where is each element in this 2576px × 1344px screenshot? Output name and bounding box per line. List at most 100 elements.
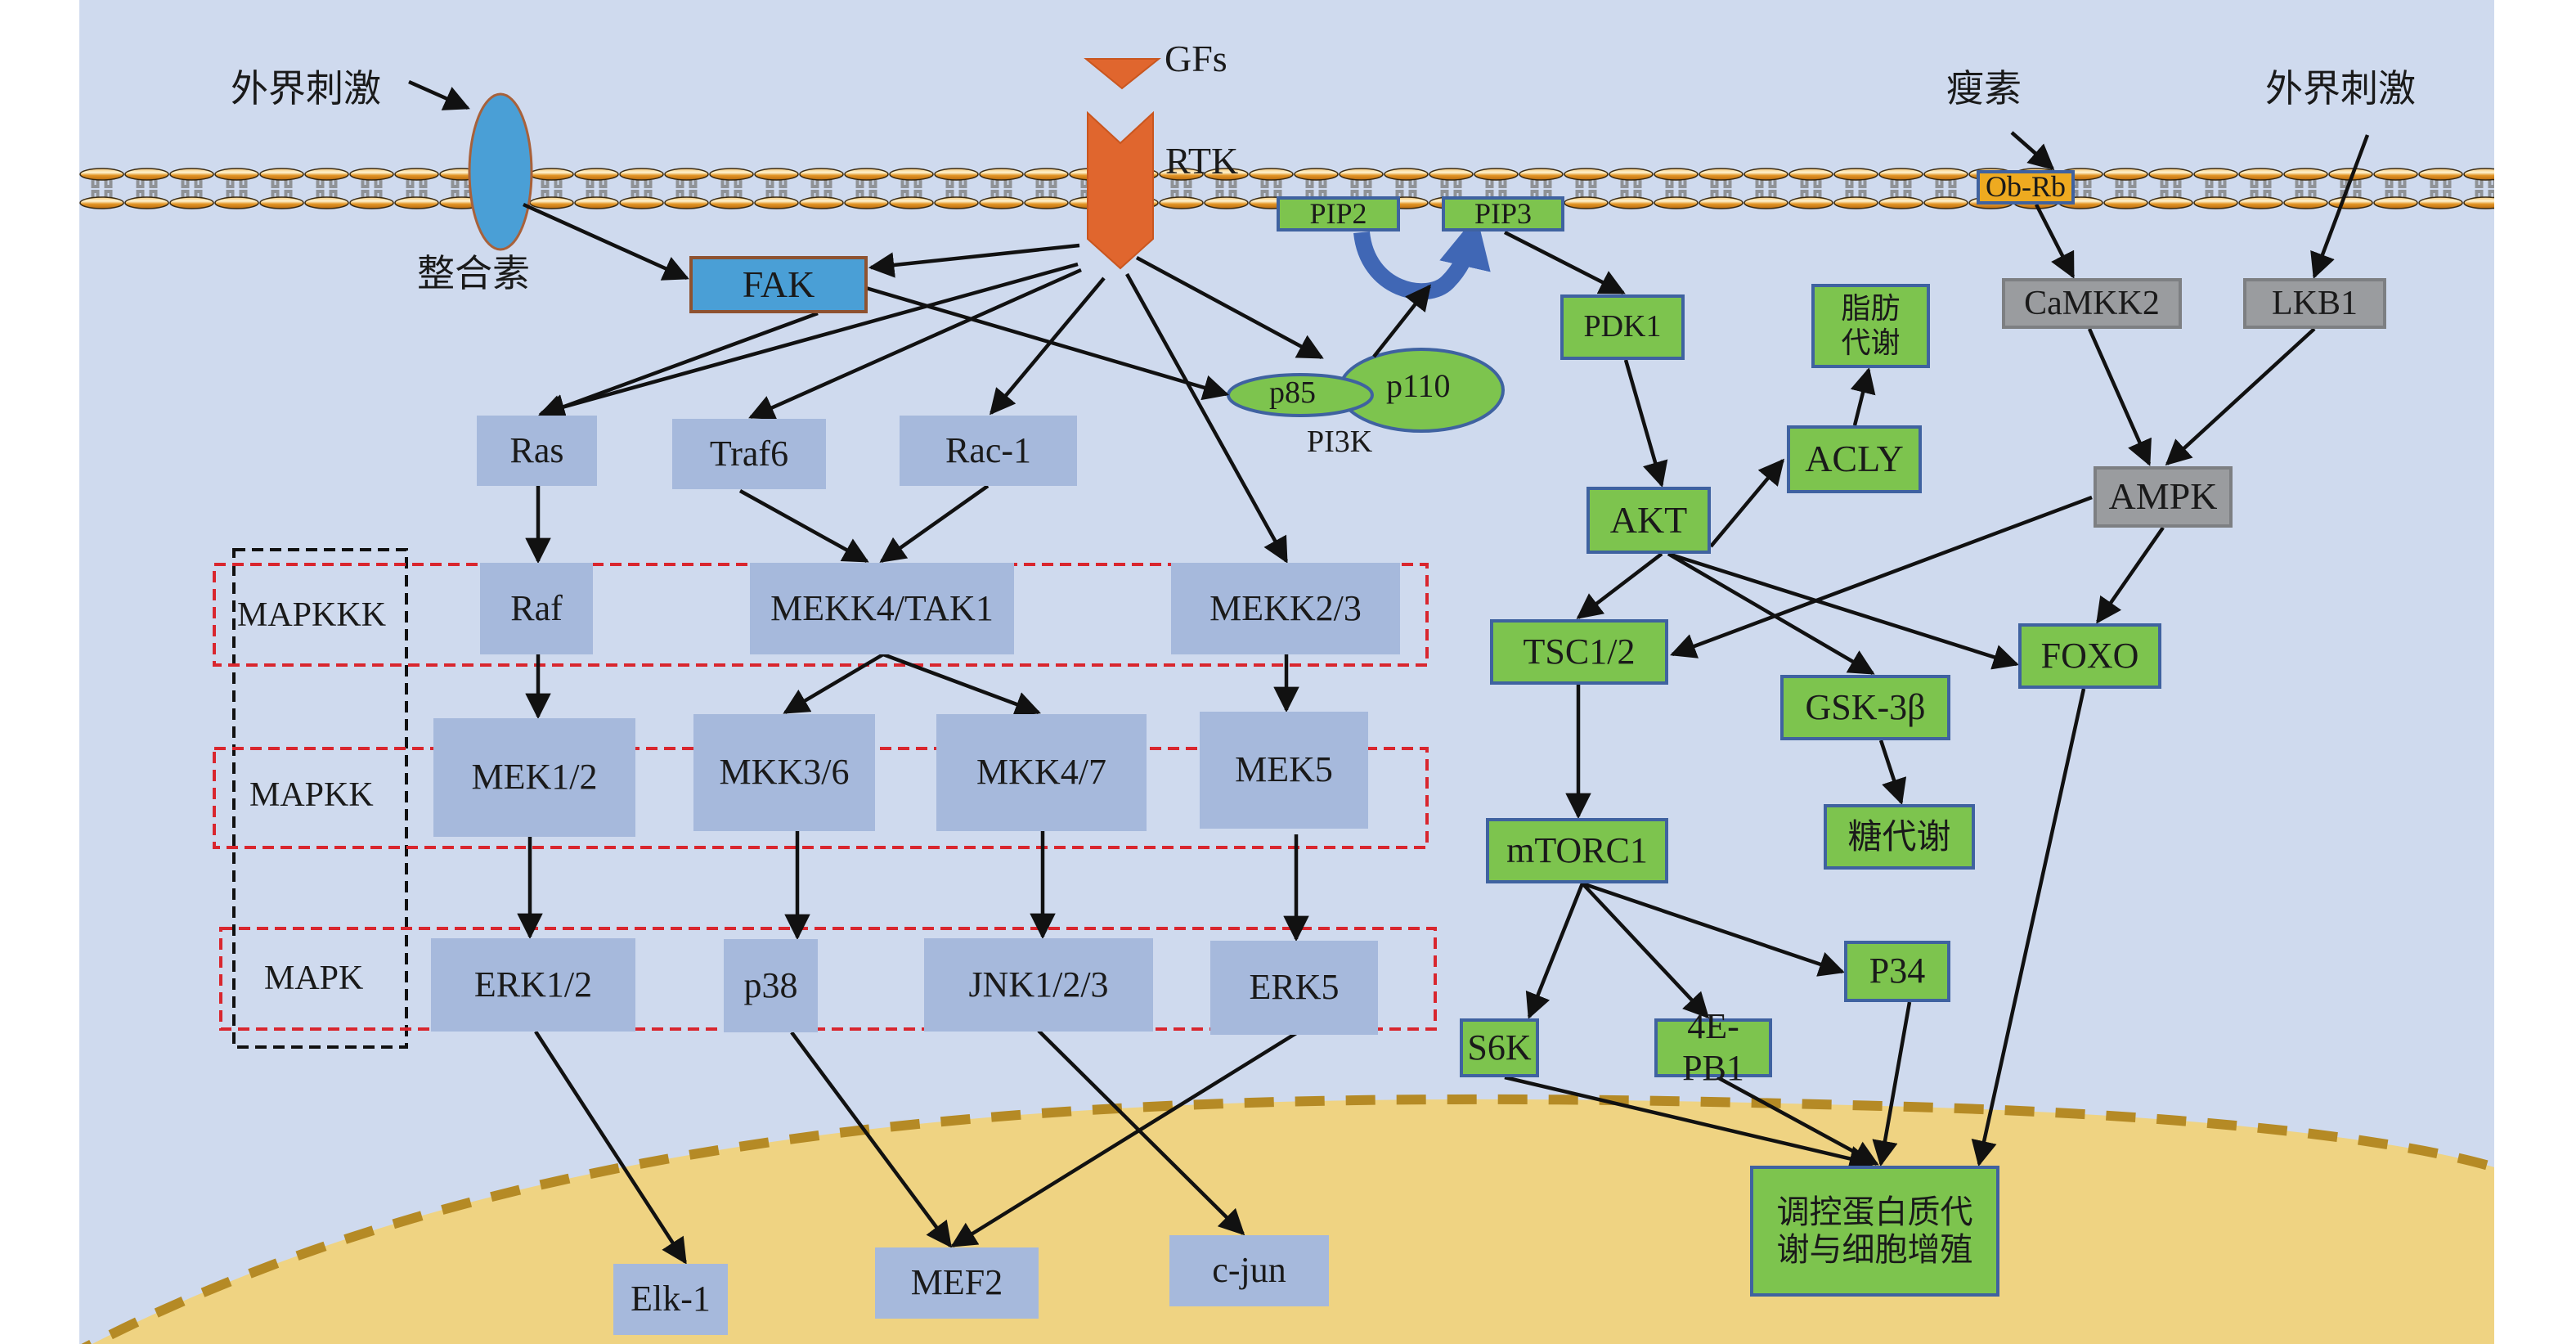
lipid-tail bbox=[554, 180, 563, 198]
lipid-tail bbox=[2250, 180, 2259, 198]
node-tsc1-2[interactable]: TSC1/2 bbox=[1490, 619, 1668, 685]
lipid-head bbox=[889, 168, 934, 181]
lipid-head bbox=[1654, 168, 1699, 181]
lipid-head bbox=[304, 168, 349, 181]
node-mtorc1[interactable]: mTORC1 bbox=[1486, 818, 1668, 883]
outcome-line1: 调控蛋白质代 bbox=[1776, 1193, 1973, 1231]
lipid-tail bbox=[181, 180, 190, 198]
lipid-tail bbox=[2443, 180, 2452, 198]
arrow-erk1-2-to-elk1 bbox=[534, 1030, 687, 1265]
lipid-tail bbox=[2160, 180, 2169, 198]
node-4epb1[interactable]: 4E-PB1 bbox=[1654, 1006, 1772, 1088]
lipid-tail bbox=[1440, 180, 1449, 198]
lipid-tail bbox=[720, 180, 729, 198]
external-stimulus-label-right: 外界刺激 bbox=[2265, 66, 2416, 110]
lipid-head bbox=[889, 196, 934, 209]
node-ob-rb[interactable]: Ob-Rb bbox=[1977, 170, 2075, 205]
lipid-tail bbox=[2128, 180, 2137, 198]
lipid-tail bbox=[1845, 180, 1854, 198]
node-mek1-2[interactable]: MEK1/2 bbox=[433, 718, 635, 837]
lipid-head bbox=[2463, 196, 2494, 209]
node-cjun[interactable]: c-jun bbox=[1169, 1235, 1329, 1306]
lipid-tail bbox=[271, 180, 280, 198]
lipid-tail bbox=[374, 180, 383, 198]
lipid-tail bbox=[644, 180, 653, 198]
node-glucose-metabolism[interactable]: 糖代谢 bbox=[1824, 804, 1975, 870]
lipid-tail bbox=[1665, 180, 1674, 198]
lipid-head bbox=[2148, 168, 2193, 181]
lipid-head bbox=[169, 196, 214, 209]
lipid-tail bbox=[329, 180, 338, 198]
node-protein-metabolism-proliferation[interactable]: 调控蛋白质代 谢与细胞增殖 bbox=[1750, 1166, 1999, 1297]
tier-label-mapk: MAPK bbox=[264, 960, 364, 997]
lipid-tail bbox=[1048, 180, 1057, 198]
p110-label: p110 bbox=[1386, 367, 1451, 404]
node-pdk1[interactable]: PDK1 bbox=[1560, 294, 1685, 360]
node-p38[interactable]: p38 bbox=[724, 939, 818, 1032]
lipid-head bbox=[1519, 168, 1564, 181]
lipid-head bbox=[754, 168, 799, 181]
node-pip3[interactable]: PIP3 bbox=[1442, 196, 1564, 231]
node-rac1[interactable]: Rac-1 bbox=[900, 416, 1077, 486]
node-s6k[interactable]: S6K bbox=[1460, 1018, 1539, 1077]
lipid-tail bbox=[2115, 180, 2124, 198]
node-mkk4-7[interactable]: MKK4/7 bbox=[936, 714, 1147, 831]
lipid-head bbox=[2193, 196, 2238, 209]
lipid-tail bbox=[1453, 180, 1462, 198]
node-acly[interactable]: ACLY bbox=[1787, 425, 1922, 493]
node-pip2[interactable]: PIP2 bbox=[1277, 196, 1400, 231]
arrow-stimulus-to-lkb1 bbox=[2310, 134, 2370, 279]
lipid-tail bbox=[2083, 180, 2092, 198]
lipid-tail bbox=[1003, 180, 1012, 198]
lipid-head bbox=[214, 196, 259, 209]
node-mkk3-6[interactable]: MKK3/6 bbox=[693, 714, 875, 831]
lipid-tail bbox=[2263, 180, 2272, 198]
node-raf[interactable]: Raf bbox=[480, 563, 593, 654]
arrow-rtk-to-traf6 bbox=[748, 267, 1082, 420]
node-mekk4-tak1[interactable]: MEKK4/TAK1 bbox=[750, 563, 1014, 654]
node-foxo[interactable]: FOXO bbox=[2018, 623, 2161, 689]
lipid-tail bbox=[1183, 180, 1192, 198]
lipid-tail bbox=[406, 180, 415, 198]
node-camkk2[interactable]: CaMKK2 bbox=[2002, 278, 2182, 329]
node-lkb1[interactable]: LKB1 bbox=[2243, 278, 2386, 329]
lipid-tail bbox=[194, 180, 203, 198]
lipid-tail bbox=[541, 180, 550, 198]
node-elk1[interactable]: Elk-1 bbox=[613, 1264, 728, 1335]
lipid-tail bbox=[2205, 180, 2214, 198]
lipid-tail bbox=[2308, 180, 2317, 198]
arrow-akt-to-acly bbox=[1709, 458, 1785, 548]
lipid-head bbox=[2418, 196, 2463, 209]
lipid-head bbox=[2463, 168, 2494, 181]
node-fak[interactable]: FAK bbox=[689, 256, 868, 313]
lipid-head bbox=[1249, 168, 1294, 181]
lipid-head bbox=[124, 196, 169, 209]
lipid-tail bbox=[1350, 180, 1359, 198]
lipid-head bbox=[394, 168, 439, 181]
node-gsk3b[interactable]: GSK-3β bbox=[1780, 675, 1950, 740]
node-mef2[interactable]: MEF2 bbox=[875, 1247, 1039, 1319]
node-erk5[interactable]: ERK5 bbox=[1210, 941, 1378, 1035]
node-lipid-metabolism[interactable]: 脂肪 代谢 bbox=[1811, 284, 1930, 368]
lipid-tail bbox=[945, 180, 954, 198]
lipid-head bbox=[2148, 196, 2193, 209]
node-erk1-2[interactable]: ERK1/2 bbox=[431, 938, 635, 1032]
lipid-head bbox=[1609, 196, 1654, 209]
lipid-head bbox=[1833, 168, 1878, 181]
lipid-head bbox=[1699, 196, 1744, 209]
node-p34[interactable]: P34 bbox=[1844, 941, 1950, 1002]
nuclear-envelope bbox=[81, 1094, 2494, 1344]
node-akt[interactable]: AKT bbox=[1586, 487, 1711, 554]
lipid-tail bbox=[1498, 180, 1507, 198]
node-mekk2-3[interactable]: MEKK2/3 bbox=[1171, 563, 1400, 654]
lipid-head bbox=[1429, 168, 1474, 181]
lipid-head bbox=[169, 168, 214, 181]
node-traf6[interactable]: Traf6 bbox=[672, 419, 826, 489]
node-ras[interactable]: Ras bbox=[477, 416, 597, 486]
lipid-head bbox=[529, 196, 574, 209]
p85-label: p85 bbox=[1269, 375, 1316, 410]
node-jnk[interactable]: JNK1/2/3 bbox=[924, 938, 1153, 1032]
node-mek5[interactable]: MEK5 bbox=[1200, 712, 1368, 829]
node-ampk[interactable]: AMPK bbox=[2094, 466, 2233, 528]
